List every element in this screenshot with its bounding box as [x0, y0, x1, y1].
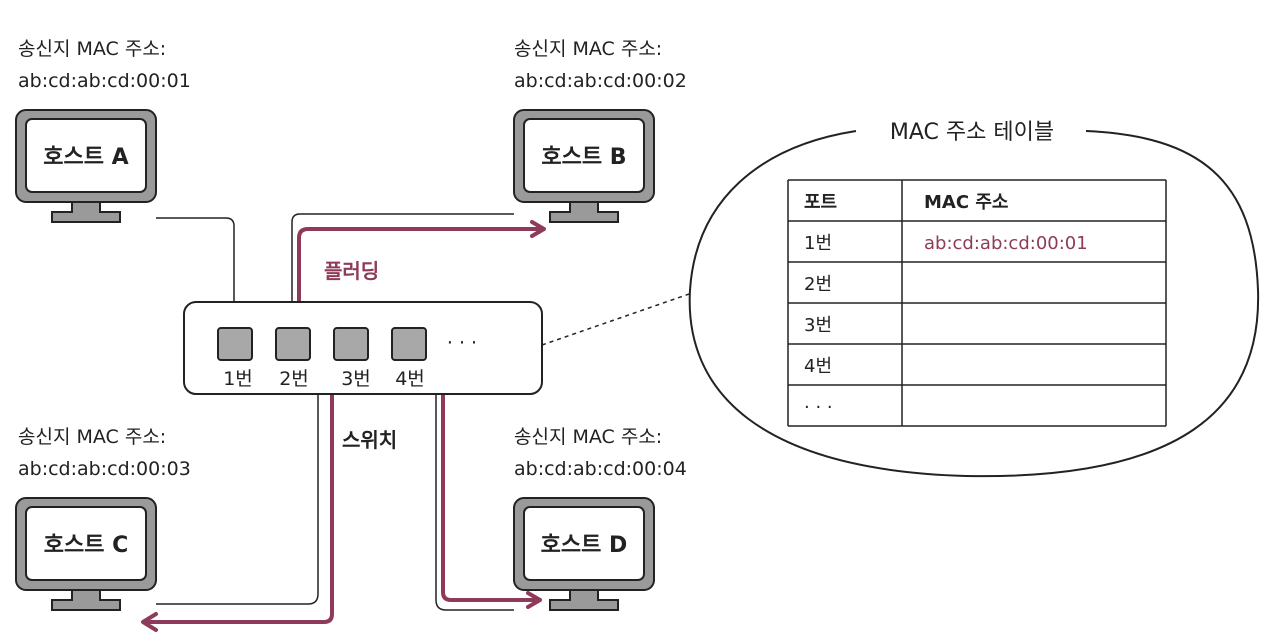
table-row: 4번: [804, 356, 832, 377]
table-cell-port: 1번: [804, 233, 832, 254]
cable-host-d-port-4: [424, 343, 514, 611]
table-cell-port: 4번: [804, 356, 832, 377]
flood-arrow-to-host-d-head: [526, 591, 542, 609]
port-4-label: 4번: [395, 368, 425, 390]
cables: [156, 213, 514, 611]
mac-table-bubble: MAC 주소 테이블 포트 MAC 주소 1번 ab:cd:ab:cd: [688, 120, 1260, 478]
port-2-label: 2번: [279, 368, 309, 390]
host-c-mac-address: ab:cd:ab:cd:00:03: [18, 458, 191, 480]
mac-table-title: MAC 주소 테이블: [890, 120, 1054, 145]
host-d-label: 호스트 D: [541, 533, 628, 558]
host-b-label: 호스트 B: [541, 145, 626, 170]
host-c: 송신지 MAC 주소: ab:cd:ab:cd:00:03 호스트 C: [15, 426, 191, 611]
switch-to-table-connector: [541, 292, 693, 346]
port-2: [275, 327, 311, 361]
host-c-mac-label: 송신지 MAC 주소:: [18, 426, 166, 448]
host-a-mac-address: ab:cd:ab:cd:00:01: [18, 70, 191, 92]
table-header-port: 포트: [804, 192, 837, 213]
flooding-arrows: [141, 220, 546, 632]
table-cell-port: 2번: [804, 274, 832, 295]
host-b-monitor-icon: [513, 109, 655, 223]
mac-table: 포트 MAC 주소 1번 ab:cd:ab:cd:00:01 2번 3번 4번 …: [787, 179, 1167, 427]
host-d-monitor-icon: [513, 497, 655, 611]
host-b: 송신지 MAC 주소: ab:cd:ab:cd:00:02 호스트 B: [513, 38, 687, 223]
mac-table-grid: [787, 179, 1167, 427]
host-d-mac-address: ab:cd:ab:cd:00:04: [514, 458, 687, 480]
port-3: [333, 327, 369, 361]
port-1-label: 1번: [223, 368, 253, 390]
port-4: [391, 327, 427, 361]
cable-host-b-port-2: [291, 213, 514, 332]
port-1: [217, 327, 253, 361]
table-row: 3번: [804, 315, 832, 336]
host-a-mac-label: 송신지 MAC 주소:: [18, 38, 166, 60]
table-row: 1번 ab:cd:ab:cd:00:01: [804, 233, 1088, 254]
table-cell-mac: ab:cd:ab:cd:00:01: [924, 233, 1088, 254]
port-more-label: · · ·: [447, 332, 477, 354]
table-cell-port: 3번: [804, 315, 832, 336]
table-row: 2번: [804, 274, 832, 295]
host-c-monitor-icon: [15, 497, 157, 611]
switch: 1번 2번 3번 4번 · · ·: [183, 301, 543, 395]
flood-arrow-to-host-b: [297, 227, 544, 346]
flooding-label: 플러딩: [324, 259, 379, 283]
table-header-row: 포트 MAC 주소: [804, 192, 1008, 213]
flood-arrow-to-host-b-head: [530, 220, 546, 238]
table-row: · · ·: [804, 397, 833, 418]
host-a-label: 호스트 A: [43, 145, 128, 170]
port-3-label: 3번: [341, 368, 371, 390]
host-b-mac-address: ab:cd:ab:cd:00:02: [514, 70, 687, 92]
host-c-label: 호스트 C: [44, 533, 129, 558]
cable-host-a-port-1: [156, 217, 235, 332]
switch-label: 스위치: [342, 428, 397, 452]
table-cell-port: · · ·: [804, 397, 833, 418]
table-header-mac: MAC 주소: [924, 192, 1008, 213]
flood-arrow-to-host-c-head: [141, 612, 158, 632]
host-a: 송신지 MAC 주소: ab:cd:ab:cd:00:01 호스트 A: [15, 38, 191, 223]
host-a-monitor-icon: [15, 109, 157, 223]
host-d: 송신지 MAC 주소: ab:cd:ab:cd:00:04 호스트 D: [513, 426, 687, 611]
host-d-mac-label: 송신지 MAC 주소:: [514, 426, 662, 448]
host-b-mac-label: 송신지 MAC 주소:: [514, 38, 662, 60]
